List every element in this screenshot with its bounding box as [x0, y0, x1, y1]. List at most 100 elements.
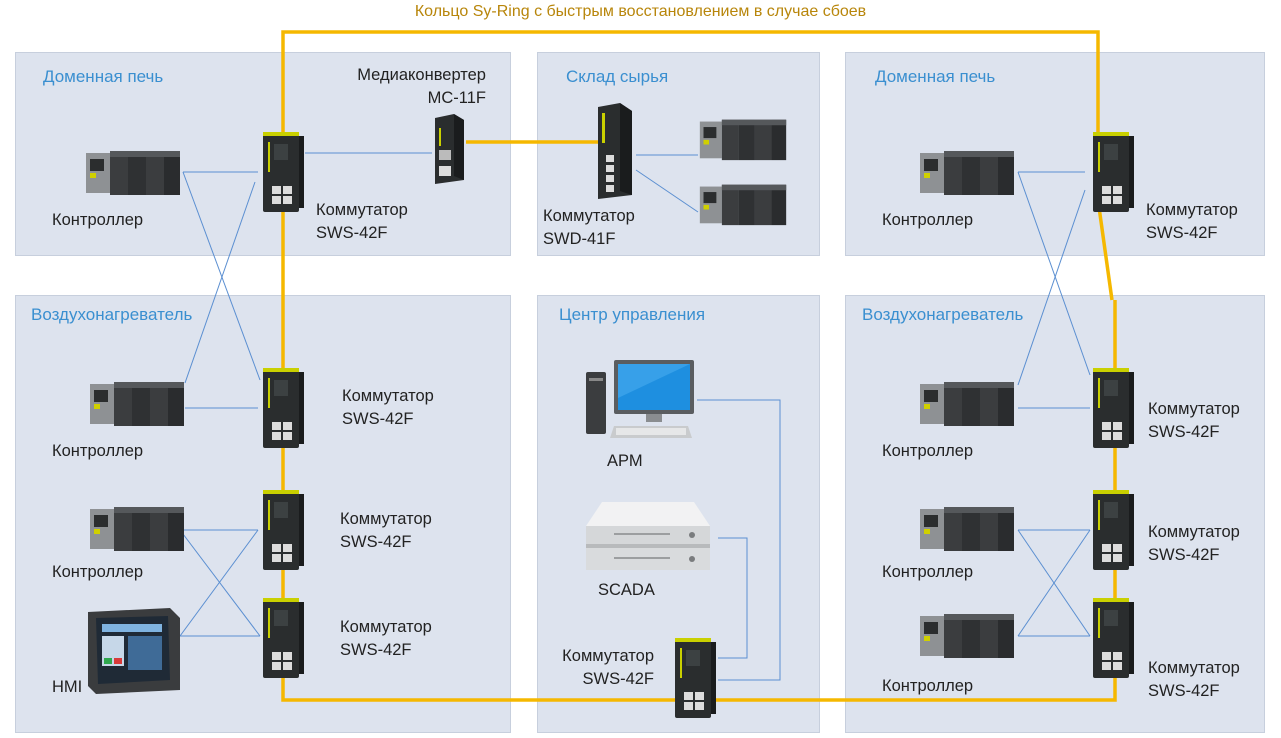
switch-swd-41f[interactable] [592, 103, 636, 199]
switch-sws-control-center[interactable] [670, 636, 718, 720]
zone-title-heater-right: Воздухонагреватель [862, 305, 1024, 324]
label-switch-name: Коммутатор [340, 510, 432, 528]
label-switch-name: Коммутатор [562, 647, 654, 665]
switch-icon [263, 490, 304, 570]
label-switch-model: SWS-42F [316, 224, 388, 242]
controller-plc-right-1[interactable] [918, 380, 1016, 426]
label-controller-right-3: Контроллер [882, 677, 974, 695]
label-switch-top-right: Коммутатор SWS-42F [1146, 199, 1238, 245]
plc-controller-icon [920, 507, 1014, 551]
zone-title-furnace-right: Доменная печь [875, 67, 996, 86]
label-switch-left-3: Коммутатор SWS-42F [340, 616, 432, 662]
zone-title-heater-left: Воздухонагреватель [31, 305, 193, 324]
label-switch-model: SWD-41F [543, 230, 616, 248]
label-controller-right-1: Контроллер [882, 442, 974, 460]
label-media-converter: Медиаконвертер MC-11F [338, 64, 486, 110]
label-switch-right-3: Коммутатор SWS-42F [1148, 657, 1240, 703]
switch-icon [1093, 490, 1134, 570]
label-controller-left-2: Контроллер [52, 563, 144, 581]
label-switch-left-2: Коммутатор SWS-42F [340, 508, 432, 554]
ring-top [281, 30, 1100, 180]
zone-title-warehouse: Склад сырья [566, 67, 669, 86]
label-hmi: HMI [52, 678, 83, 696]
switch-sws-right-2[interactable] [1088, 488, 1136, 572]
label-switch-name: Коммутатор [340, 618, 432, 636]
plc-controller-icon [699, 184, 787, 226]
workstation-arm[interactable] [584, 358, 698, 442]
label-switch-name: Коммутатор [1148, 400, 1240, 418]
computer-workstation-icon [586, 360, 694, 438]
label-switch-right-2: Коммутатор SWS-42F [1148, 521, 1240, 567]
zone-title-furnace-left: Доменная печь [43, 67, 164, 86]
label-switch-model: SWS-42F [1146, 224, 1218, 242]
switch-icon [263, 598, 304, 678]
switch-icon [263, 132, 304, 212]
label-switch-model: SWS-42F [342, 410, 414, 428]
switch-icon [598, 103, 632, 199]
plc-controller-icon [699, 119, 787, 161]
media-converter-mc-11f[interactable] [432, 114, 468, 184]
plc-controller-icon [920, 382, 1014, 426]
switch-icon [675, 638, 716, 718]
controller-plc-left-1[interactable] [88, 380, 186, 426]
plc-controller-icon [920, 614, 1014, 658]
controller-plc-right-3[interactable] [918, 612, 1016, 658]
label-controller-top-right: Контроллер [882, 211, 974, 229]
label-controller-right-2: Контроллер [882, 563, 974, 581]
plc-controller-icon [920, 151, 1014, 195]
controller-plc-top-right[interactable] [918, 149, 1016, 195]
label-switch-name: Коммутатор [342, 387, 434, 405]
switch-sws-left-3[interactable] [258, 596, 306, 680]
label-mc-model: MC-11F [427, 89, 486, 107]
ring-title: Кольцо Sy-Ring с быстрым восстановлением… [414, 3, 867, 20]
switch-icon [1093, 598, 1134, 678]
controller-plc-right-2[interactable] [918, 505, 1016, 551]
switch-sws-right-3[interactable] [1088, 596, 1136, 680]
label-mc-name: Медиаконвертер [357, 66, 486, 84]
label-switch-right-1: Коммутатор SWS-42F [1148, 398, 1240, 444]
label-switch-name: Коммутатор [1148, 523, 1240, 541]
label-scada: SCADA [598, 581, 655, 599]
label-switch-model: SWS-42F [340, 533, 412, 551]
label-switch-model: SWS-42F [1148, 682, 1220, 700]
switch-icon [1093, 132, 1134, 212]
media-converter-icon [435, 114, 464, 184]
hmi-panel[interactable] [86, 608, 182, 694]
label-switch-model: SWS-42F [1148, 423, 1220, 441]
controller-plc-top-left[interactable] [84, 149, 182, 195]
scada-server[interactable] [584, 500, 712, 576]
label-switch-control-center: Коммутатор SWS-42F [551, 645, 654, 691]
label-controller-left-1: Контроллер [52, 442, 144, 460]
zone-title-control-center: Центр управления [559, 305, 706, 324]
zone-heater-right [845, 295, 1265, 733]
label-switch-model: SWS-42F [340, 641, 412, 659]
plc-controller-icon [90, 507, 184, 551]
label-switch-name: Коммутатор [316, 201, 408, 219]
plc-controller-icon [86, 151, 180, 195]
copper-links [179, 152, 1091, 681]
label-switch-name: Коммутатор [1148, 659, 1240, 677]
label-switch-name: Коммутатор [543, 207, 635, 225]
label-switch-top-left: Коммутатор SWS-42F [316, 199, 408, 245]
switch-sws-top-right[interactable] [1088, 130, 1136, 214]
label-switch-name: Коммутатор [1146, 201, 1238, 219]
label-switch-model: SWS-42F [1148, 546, 1220, 564]
switch-sws-left-1[interactable] [258, 366, 306, 450]
switch-sws-left-2[interactable] [258, 488, 306, 572]
label-switch-model: SWS-42F [582, 670, 654, 688]
controller-plc-left-2[interactable] [88, 505, 186, 551]
server-icon [586, 502, 710, 570]
ring-right-segment [1096, 199, 1114, 301]
switch-icon [263, 368, 304, 448]
plc-controller-icon [90, 382, 184, 426]
label-controller-top-left: Контроллер [52, 211, 144, 229]
zone-furnace-right [845, 52, 1265, 256]
controller-plc-warehouse-1[interactable] [698, 116, 788, 162]
switch-icon [1093, 368, 1134, 448]
hmi-touch-panel-icon [88, 608, 180, 694]
controller-plc-warehouse-2[interactable] [698, 181, 788, 227]
switch-sws-right-1[interactable] [1088, 366, 1136, 450]
label-switch-left-1: Коммутатор SWS-42F [342, 385, 434, 431]
switch-sws-top-left[interactable] [258, 130, 306, 214]
label-switch-swd: Коммутатор SWD-41F [543, 205, 635, 251]
